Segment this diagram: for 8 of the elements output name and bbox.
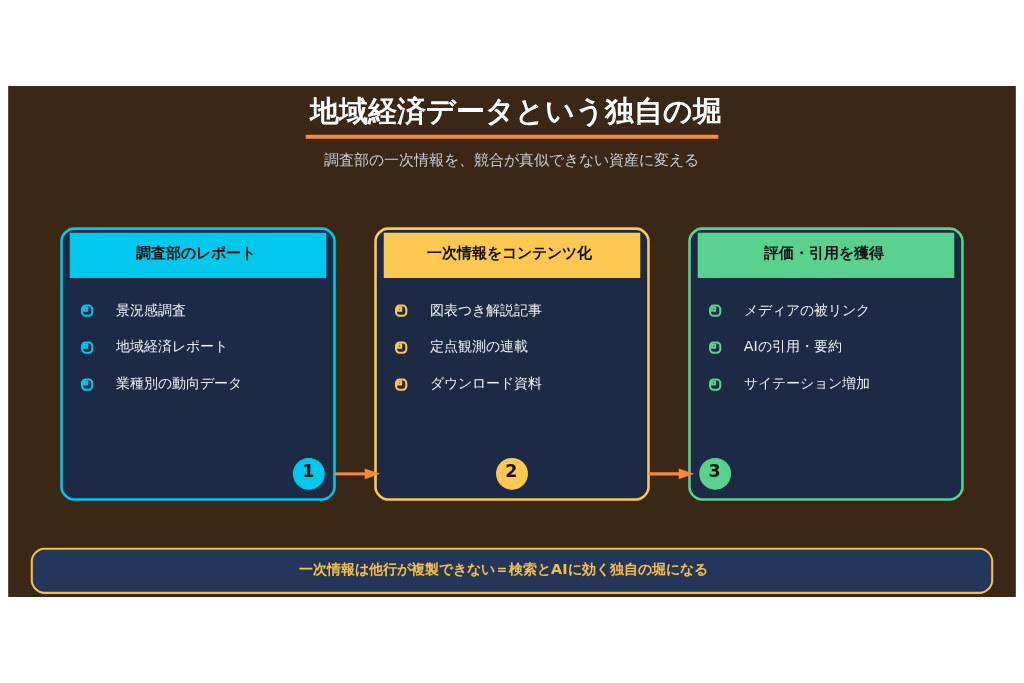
arrow bbox=[648, 468, 695, 480]
arrow bbox=[334, 468, 381, 480]
label: 調査部の一次情報を、競合が真似できない資産に変える bbox=[324, 150, 700, 169]
node-box: 一次情報は他行が複製できない＝検索とAIに効く独自の堀になる bbox=[30, 547, 994, 594]
diagram-title: 地域経済データという独自の堀 bbox=[309, 93, 722, 128]
node-circle: 2 bbox=[496, 457, 528, 490]
node-circle: 3 bbox=[699, 457, 732, 490]
node-circle: 1 bbox=[292, 457, 325, 490]
